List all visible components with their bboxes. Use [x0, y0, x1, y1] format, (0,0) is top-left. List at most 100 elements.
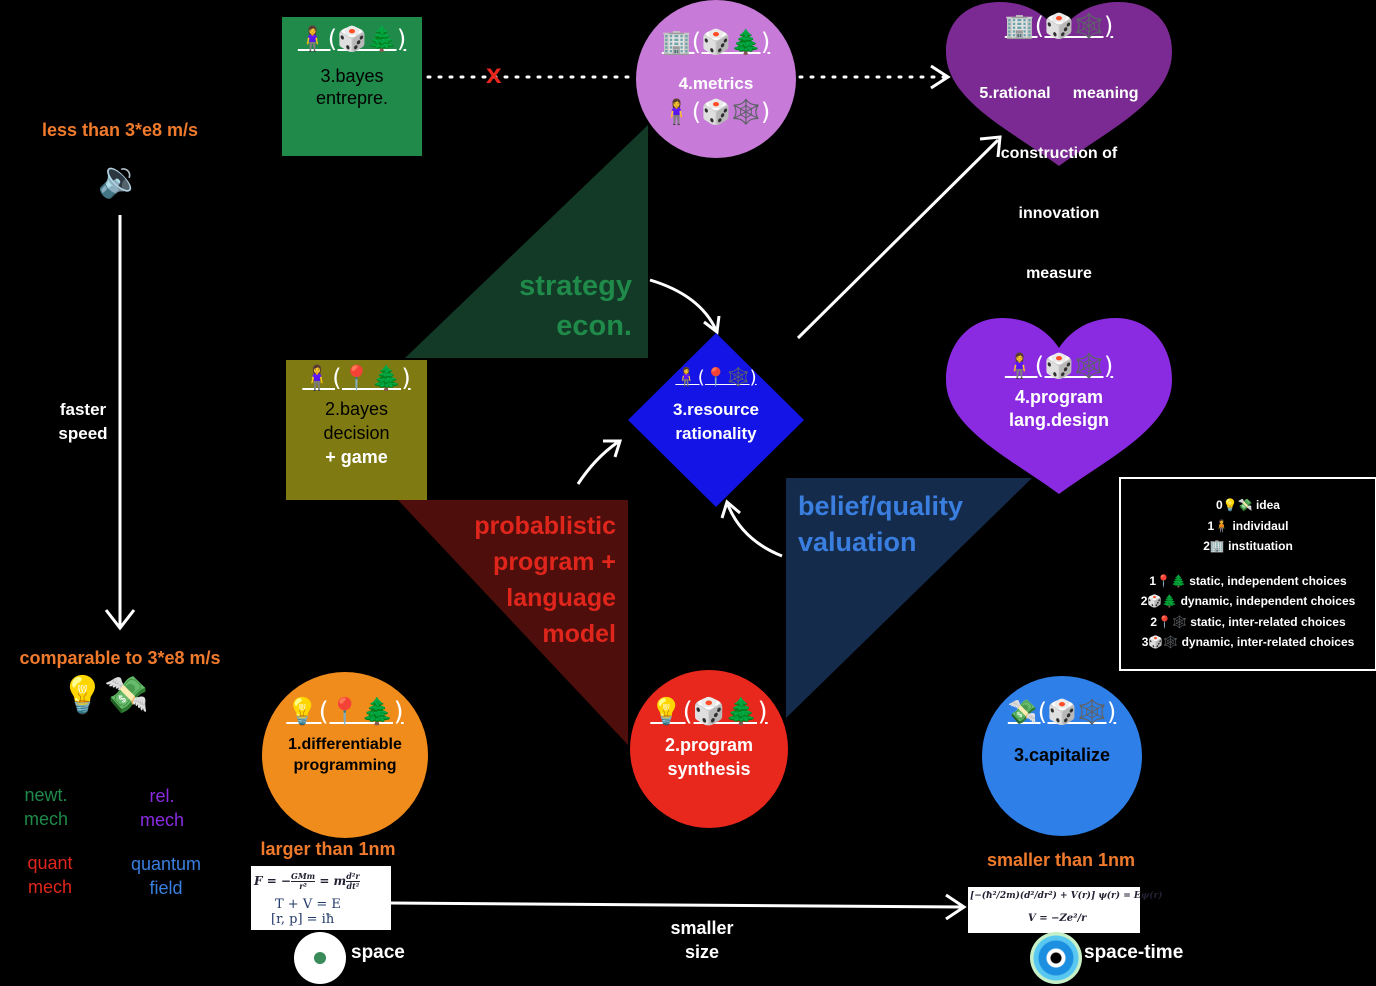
program-synthesis-icons-text: 💡(🎲🌲)	[650, 697, 768, 727]
strategy-triangle	[405, 125, 648, 358]
speaker-icon: 🔉	[97, 159, 143, 200]
smaller-size-label: smaller size	[640, 916, 764, 964]
rel-mech-label: rel. mech	[124, 784, 200, 832]
differentiable-line1: 1.differentiable	[288, 736, 402, 753]
strategy-econ-label: strategy econ.	[470, 266, 632, 346]
differentiable-node[interactable]: 💡(📍🌲) 1.differentiable programming	[262, 672, 428, 838]
bayes-decision-line1: 2.bayes	[324, 399, 389, 419]
probabilistic-arrow-head	[603, 439, 623, 458]
resource-rational-arrow-head	[979, 135, 1002, 158]
program-lang-icons: 🧍‍♀️(🎲🕸️)	[946, 352, 1172, 380]
rational-line2: construction of	[1000, 145, 1118, 162]
size-label: size	[684, 942, 720, 962]
metrics-node[interactable]: 🏢(🎲🌲) 4.metrics 🧍‍♀️(🎲🕸️)	[636, 0, 796, 158]
differentiable-icons: 💡(📍🌲)	[262, 698, 428, 726]
resource-to-rational-arrow	[796, 138, 1000, 340]
probabilistic-label: probablistic program + language model	[430, 508, 616, 652]
strategy-line2: econ.	[556, 310, 632, 342]
capitalize-node[interactable]: 💸(🎲🕸️) 3.capitalize	[982, 676, 1142, 836]
resource-line2: rationality	[675, 424, 757, 443]
schrodinger-formula: [−(ħ²/2m)(d²/dr²) + V(r)] ψ(r) = Eψ(r)	[970, 891, 1163, 901]
bayes-decision-icons-text: 🧍‍♀️(📍🌲)	[302, 364, 411, 392]
probabilistic-triangle	[398, 500, 628, 745]
belief-label: belief/quality valuation	[798, 488, 1018, 560]
rational-line1: 5.rational meaning	[979, 85, 1139, 102]
capitalize-icons-text: 💸(🎲🕸️)	[1007, 698, 1117, 726]
metrics-icons-bottom: 🧍‍♀️(🎲🕸️)	[636, 98, 796, 126]
energy-formula: T + V = E	[275, 897, 341, 912]
rational-line4: measure	[1026, 265, 1092, 282]
formula-frac2-den: dt²	[346, 881, 360, 891]
strategy-arrow-head	[703, 315, 721, 335]
money-with-wings-icon: 💸	[104, 675, 149, 716]
program-lang-line1: 4.program	[1014, 387, 1104, 407]
speed-bottom-label: comparable to 3*e8 m/s	[19, 648, 221, 668]
rational-heart-shape	[946, 2, 1172, 166]
space-caption: space	[351, 942, 405, 963]
bayes-decision-line3: + game	[325, 447, 388, 467]
metrics-label: 4.metrics	[678, 74, 754, 93]
lightbulb-icon: 💡	[60, 675, 105, 716]
program-lang-node[interactable]: 🧍‍♀️(🎲🕸️) 4.program lang.design	[946, 346, 1172, 446]
smaller-label: smaller	[670, 918, 734, 938]
resource-rationality-node[interactable]: 🧍‍♀️(📍🕸️) 3.resource rationality	[656, 362, 776, 452]
belief-to-resource-arrow	[726, 504, 783, 558]
metrics-icons-top: 🏢(🎲🌲)	[636, 28, 796, 56]
qfield-line1: quantum	[130, 854, 202, 874]
resource-icons-text: 🧍‍♀️(📍🕸️)	[675, 367, 757, 388]
legend-dynamic-independent: 2🎲🌲 dynamic, independent choices	[1140, 594, 1356, 608]
differentiable-line2: programming	[293, 757, 397, 774]
size-arrow	[389, 901, 963, 909]
formula-frac-den: r²	[299, 881, 307, 891]
bayes-entrepre-node[interactable]: 🧍‍♀️(🎲🌲) 3.bayes entrepre.	[282, 17, 422, 156]
legend-static-independent: 1📍🌲 static, independent choices	[1149, 573, 1347, 588]
formula-frac-num: GMm	[290, 871, 316, 882]
newt-mech-label: newt. mech	[8, 783, 84, 831]
bayes-decision-line2: decision	[323, 423, 390, 443]
bayes-decision-node[interactable]: 🧍‍♀️(📍🌲) 2.bayes decision + game	[286, 360, 427, 500]
size-right-label: smaller than 1nm	[986, 850, 1136, 870]
differentiable-label: 1.differentiable programming	[262, 734, 428, 776]
resource-line1: 3.resource	[673, 400, 759, 419]
metrics-icons-bottom-text: 🧍‍♀️(🎲🕸️)	[661, 98, 771, 126]
spacetime-icon	[1030, 932, 1082, 984]
formula-lhs: F = −	[254, 874, 291, 888]
capitalize-label: 3.capitalize	[1013, 745, 1111, 765]
legend-idea: 0💡💸 idea	[1216, 498, 1280, 512]
capitalize-icons: 💸(🎲🕸️)	[982, 698, 1142, 726]
bayes-entrepre-line2: entrepre.	[315, 88, 389, 108]
commutator-formula: [r, p] = iħ	[271, 912, 335, 927]
quantum-formula: [−(ħ²/2m)(d²/dr²) + V(r)] ψ(r) = Eψ(r) V…	[968, 887, 1162, 933]
bayes-entrepre-icons: 🧍‍♀️(🎲🌲)	[282, 25, 422, 53]
legend-box: 0💡💸 idea 1🧍 individaul 2🏢 instituation 1…	[1119, 477, 1376, 671]
speed-top-label: less than 3*e8 m/s	[41, 120, 199, 140]
speed-arrow-head	[104, 609, 136, 631]
newt-line1: newt.	[24, 785, 68, 805]
quant-mech-label: quant mech	[12, 851, 88, 899]
rational-meaning-node[interactable]: 🏢(🎲🕸️) 5.rational meaning construction o…	[946, 4, 1172, 282]
program-lang-heart-shape	[946, 318, 1172, 494]
probabilistic-to-resource-arrow	[576, 440, 619, 485]
belief-line1: belief/quality	[798, 491, 964, 521]
resource-icons: 🧍‍♀️(📍🕸️)	[656, 364, 776, 392]
legend-static-interrelated: 2📍🕸️ static, inter-related choices	[1150, 614, 1346, 629]
strategy-line1: strategy	[519, 270, 632, 302]
resource-label: 3.resource rationality	[656, 398, 776, 446]
formula-mid: = m	[315, 874, 347, 888]
faster-speed-label: faster speed	[40, 398, 126, 446]
rel-line1: rel.	[149, 786, 175, 806]
program-synthesis-line2: synthesis	[667, 759, 751, 779]
bayes-entrepre-line1: 3.bayes	[320, 66, 384, 86]
formula-frac2-num: d²r	[346, 871, 360, 882]
program-synthesis-node[interactable]: 💡(🎲🌲) 2.program synthesis	[630, 670, 788, 828]
speed-label: speed	[58, 424, 108, 443]
newt-line2: mech	[23, 809, 68, 829]
blocked-x-marker: x	[486, 58, 502, 89]
bayes-entrepre-label: 3.bayes entrepre.	[282, 65, 422, 109]
belief-arrow-head	[720, 499, 741, 519]
legend-individual: 1🧍 individaul	[1207, 518, 1289, 533]
program-lang-line2: lang.design	[1008, 410, 1109, 430]
